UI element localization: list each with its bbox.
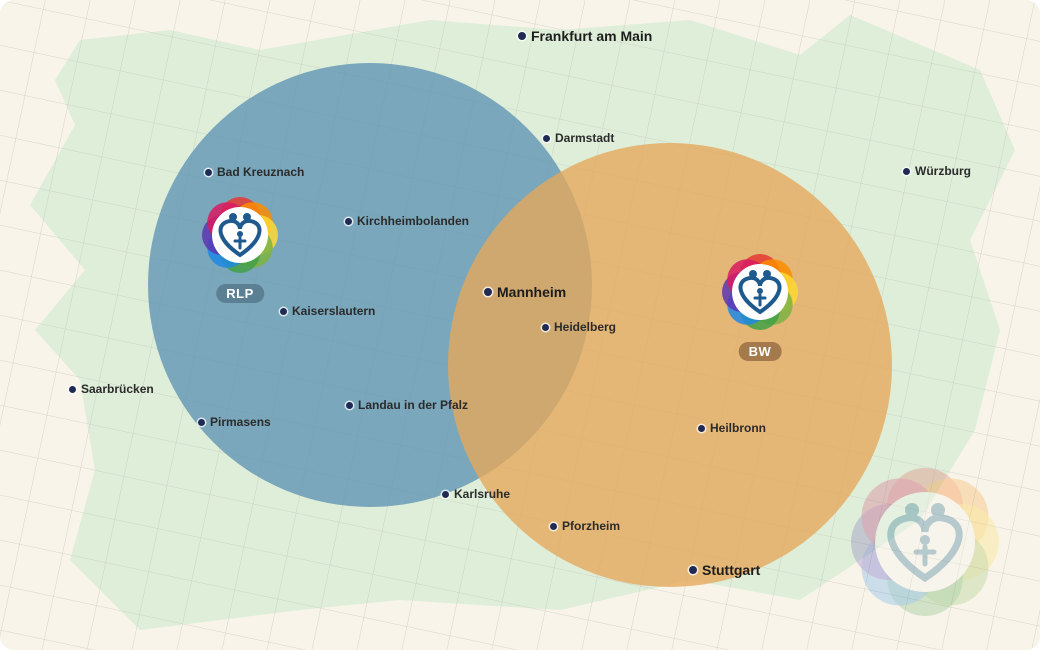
city-marker-icon: [698, 424, 705, 432]
city-pirmasens[interactable]: Pirmasens: [198, 415, 271, 429]
city-marker-icon: [345, 217, 352, 225]
city-darmstadt[interactable]: Darmstadt: [543, 131, 614, 145]
logo-petal: [912, 529, 989, 606]
region-label-bw: BW: [738, 342, 782, 361]
city-saarbruecken[interactable]: Saarbrücken: [69, 382, 154, 396]
logo-petal: [923, 504, 999, 580]
city-marker-icon: [518, 32, 526, 40]
family-heart-logo-icon: [851, 468, 999, 616]
city-frankfurt[interactable]: Frankfurt am Main: [518, 28, 652, 44]
city-bad-kreuznach[interactable]: Bad Kreuznach: [205, 165, 304, 179]
region-circle-bw[interactable]: [448, 143, 892, 587]
city-heilbronn[interactable]: Heilbronn: [698, 421, 766, 435]
logo-petal: [861, 529, 938, 606]
city-marker-icon: [69, 385, 76, 393]
city-landau[interactable]: Landau in der Pfalz: [346, 398, 468, 412]
region-label-rlp: RLP: [216, 284, 264, 303]
city-heidelberg[interactable]: Heidelberg: [542, 320, 616, 334]
logo-petal: [912, 478, 989, 555]
city-wuerzburg[interactable]: Würzburg: [903, 164, 971, 178]
city-marker-icon: [542, 323, 549, 331]
city-pforzheim[interactable]: Pforzheim: [550, 519, 620, 533]
city-marker-icon: [903, 167, 910, 175]
city-marker-icon: [550, 522, 557, 530]
city-marker-icon: [442, 490, 449, 498]
city-marker-icon: [346, 401, 353, 409]
city-marker-icon: [689, 566, 697, 574]
city-kaiserslautern[interactable]: Kaiserslautern: [280, 304, 375, 318]
city-kirchheimbolanden[interactable]: Kirchheimbolanden: [345, 214, 469, 228]
logo-petal: [887, 540, 963, 616]
family-heart-logo-icon[interactable]: [197, 192, 283, 278]
city-marker-icon: [205, 168, 212, 176]
logo-petal: [851, 504, 927, 580]
city-marker-icon: [198, 418, 205, 426]
city-stuttgart[interactable]: Stuttgart: [689, 562, 760, 578]
city-mannheim[interactable]: Mannheim: [484, 284, 566, 300]
city-karlsruhe[interactable]: Karlsruhe: [442, 487, 510, 501]
city-marker-icon: [280, 307, 287, 315]
logo-petal: [887, 468, 963, 544]
logo-petal: [861, 478, 938, 555]
city-marker-icon: [484, 288, 492, 296]
family-heart-logo-icon[interactable]: [717, 249, 803, 335]
city-marker-icon: [543, 134, 550, 142]
